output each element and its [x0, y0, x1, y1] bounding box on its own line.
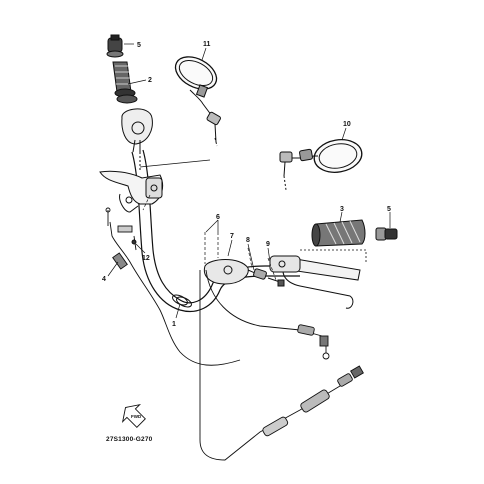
callout-labels: 5 2 11 10 3 5 6 7 8 9 12 4 1: [102, 41, 391, 328]
right-lever-assembly: [269, 249, 367, 309]
throttle-housing: [203, 259, 285, 287]
callout-10: 10: [343, 121, 351, 128]
callout-3: 3: [340, 206, 344, 213]
callout-7: 7: [230, 233, 234, 240]
left-cable: [105, 207, 241, 366]
left-grip: [106, 34, 153, 153]
right-grip: [311, 219, 398, 247]
callout-11: 11: [203, 41, 211, 48]
right-mirror: [279, 139, 363, 191]
callout-5-left: 5: [137, 42, 141, 49]
callout-12: 12: [142, 255, 150, 262]
left-mirror: [174, 56, 221, 147]
handlebar: [131, 149, 300, 312]
fwd-label: FWD: [131, 414, 142, 419]
callout-8: 8: [246, 237, 250, 244]
throttle-cables: [199, 269, 364, 461]
callout-6: 6: [216, 214, 220, 221]
phantom-lines: [142, 194, 277, 281]
callout-1: 1: [172, 321, 176, 328]
callout-2: 2: [148, 77, 152, 84]
callout-5-right: 5: [387, 206, 391, 213]
left-lever-assembly: [99, 148, 211, 213]
fwd-indicator: FWD: [121, 403, 146, 428]
diagram-code: 27S1300-G270: [106, 436, 153, 443]
callout-4: 4: [102, 276, 106, 283]
callout-9: 9: [266, 241, 270, 248]
leader-lines: [107, 43, 391, 319]
